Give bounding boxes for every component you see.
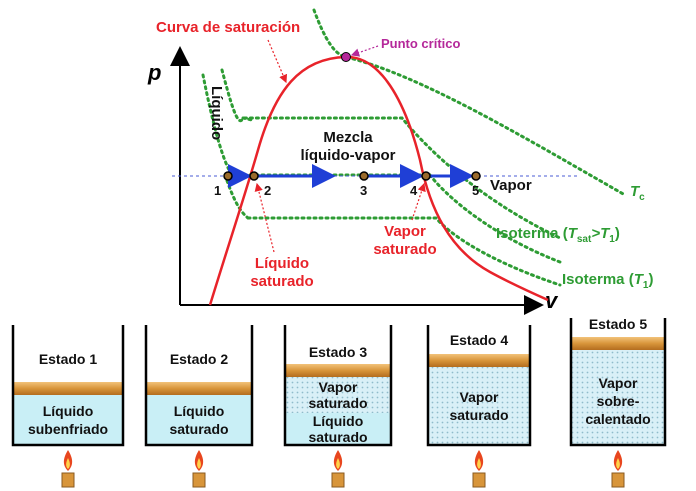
point-4-label: 4 [410,183,418,198]
state-2-line-1: Líquido [174,403,225,419]
point-1 [223,171,233,181]
v-axis-label: v [545,288,559,313]
state-2-line-2: saturado [169,421,228,437]
burner-2-icon [192,450,206,488]
sat-liquid-label-1: Líquido [255,255,309,272]
isotherm-tsat-drop [241,116,254,122]
critical-point-marker [341,52,351,62]
critical-point-label: Punto crítico [381,36,461,51]
cylinder-state-3: Estado 3 Vapor saturado Líquido saturado [283,325,393,447]
state-4-line-2: saturado [449,407,508,423]
sat-vapor-label-1: Vapor [384,223,426,240]
cylinder-state-4: Estado 4 Vapor saturado [426,325,532,447]
state-2-piston [146,382,252,395]
point-2 [249,171,259,181]
vapor-region-label: Vapor [490,177,532,194]
cylinder-state-2: Estado 2 Líquido saturado [144,325,254,447]
state-4-walls [426,325,532,447]
state-1-walls [11,325,125,447]
state-5-walls [569,318,667,447]
state-4-vapor [428,367,530,445]
isotherm-tsat-label: Isoterma (Tsat>T1) [496,225,620,245]
state-2-liquid [146,395,252,445]
state-3-liquid [285,413,391,445]
state-3-line-4: saturado [308,429,367,445]
state-3-vapor [285,377,391,413]
state-2-title: Estado 2 [170,351,229,367]
point-3 [359,171,369,181]
state-3-title: Estado 3 [309,344,368,360]
state-4-piston [428,354,530,367]
point-5 [471,171,481,181]
state-1-line-1: Líquido [43,403,94,419]
cylinder-state-1: Estado 1 Líquido subenfriado [11,325,125,447]
burner-4-icon [472,450,486,488]
state-5-piston [571,337,665,350]
isotherm-t1 [246,216,562,287]
state-5-line-1: Vapor [599,375,638,391]
state-3-line-3: Líquido [313,413,364,429]
saturation-pointer [267,39,288,84]
cylinder-state-5: Estado 5 Vapor sobre- calentado [569,316,667,447]
state-3-piston [285,364,391,377]
state-5-title: Estado 5 [589,316,648,332]
state-3-walls [283,325,393,447]
point-3-label: 3 [360,183,367,198]
point-4 [421,171,431,181]
state-5-line-3: calentado [585,411,650,427]
state-5-line-2: sobre- [597,393,640,409]
state-2-walls [144,325,254,447]
point-1-label: 1 [214,183,221,198]
state-3-line-2: saturado [308,395,367,411]
state-4-line-1: Vapor [460,389,499,405]
sat-vapor-label-2: saturado [373,241,436,258]
state-1-line-2: subenfriado [28,421,108,437]
liquid-region-label: Líquido [208,86,225,140]
burner-1-icon [61,450,75,488]
point-5-label: 5 [472,183,479,198]
state-3-line-1: Vapor [319,379,358,395]
sat-liquid-label-2: saturado [250,273,313,290]
mixture-label-1: Mezcla [323,129,373,146]
state-5-vapor [571,350,665,445]
state-1-piston [13,382,123,395]
isotherm-tc [312,8,627,197]
state-4-title: Estado 4 [450,332,509,348]
tc-label: Tc [630,183,645,203]
saturation-curve-label: Curva de saturación [156,19,300,36]
burners [61,450,625,488]
burner-3-icon [331,450,345,488]
p-axis-label: p [147,60,161,85]
isotherm-t1-label: Isoterma (T1) [562,271,653,291]
critical-pointer [350,45,379,57]
state-1-liquid [13,395,123,445]
point-2-label: 2 [264,183,271,198]
mixture-label-2: líquido-vapor [301,147,396,164]
state-1-title: Estado 1 [39,351,98,367]
isotherm-mid [230,173,562,264]
state-points [223,171,481,181]
burner-5-icon [611,450,625,488]
